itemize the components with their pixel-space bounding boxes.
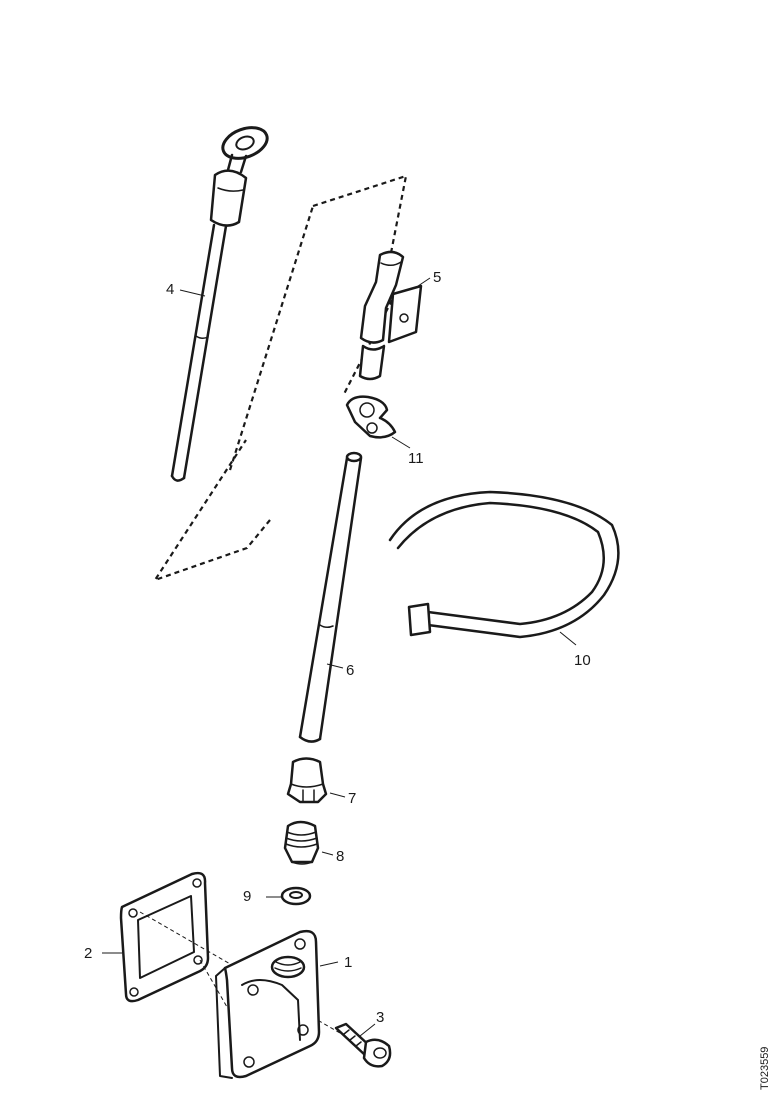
reference-number: T023559	[759, 1047, 771, 1090]
callout-6: 6	[346, 662, 354, 679]
dipstick-part	[170, 126, 269, 482]
cable-tie	[388, 490, 620, 639]
callout-7: 7	[348, 790, 356, 807]
sealing-washer	[280, 886, 312, 906]
callout-3: 3	[376, 1009, 384, 1026]
callout-1: 1	[344, 954, 352, 971]
tube-clamp	[345, 395, 397, 439]
gasket	[119, 871, 210, 1003]
callout-8: 8	[336, 848, 344, 865]
guide-tube	[298, 451, 363, 743]
flange	[215, 929, 321, 1079]
callout-10: 10	[574, 652, 591, 669]
upper-tube-with-bracket	[358, 250, 423, 381]
callout-5: 5	[433, 269, 441, 286]
threaded-adapter	[283, 820, 320, 865]
callout-2: 2	[84, 945, 92, 962]
callout-11: 11	[408, 450, 424, 467]
callout-9: 9	[243, 888, 251, 905]
screw	[334, 1022, 392, 1068]
union-nut	[286, 757, 328, 804]
callout-4: 4	[166, 281, 174, 298]
